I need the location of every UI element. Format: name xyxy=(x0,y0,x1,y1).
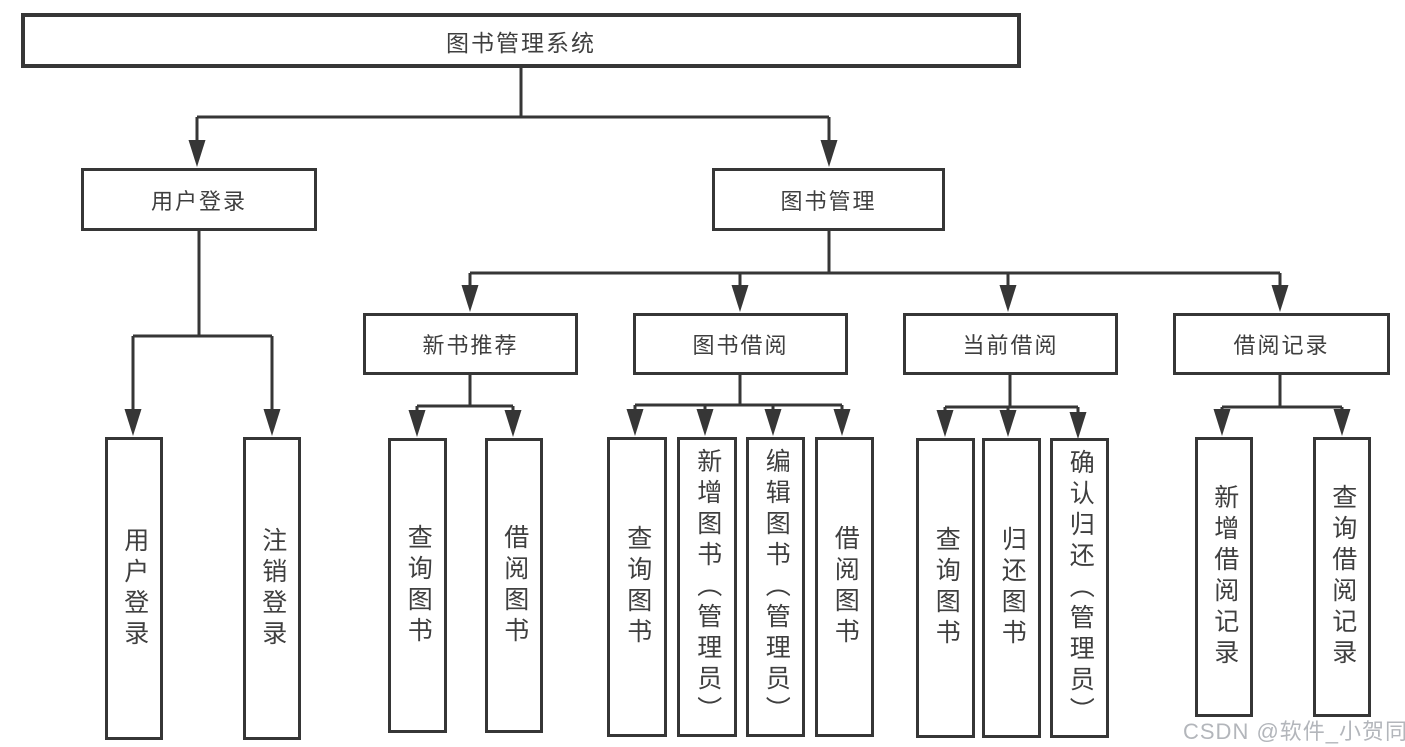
node-label: 借阅记录 xyxy=(1233,333,1330,358)
node-label: 借阅图书 xyxy=(500,523,529,648)
node-label: 查询图书 xyxy=(623,525,652,649)
node-label: 用户登录 xyxy=(120,526,149,651)
node-label: 新书推荐 xyxy=(422,333,519,358)
node-label: 归还图书 xyxy=(998,526,1027,650)
node-user-login: 用户登录 xyxy=(81,168,317,231)
leaf-borrow-books: 借阅图书 xyxy=(485,438,543,733)
leaf-query-borrow-record: 查询借阅记录 xyxy=(1313,437,1371,717)
node-label: 图书管理 xyxy=(780,188,877,214)
node-label: 查询图书 xyxy=(404,523,433,648)
node-label: 确认归还（管理员） xyxy=(1066,448,1095,728)
leaf-edit-books-admin: 编辑图书（管理员） xyxy=(746,437,805,737)
node-label: 图书管理系统 xyxy=(446,29,596,56)
leaf-borrow-books-2: 借阅图书 xyxy=(815,437,874,737)
node-new-book-recommend: 新书推荐 xyxy=(363,313,578,375)
leaf-return-books: 归还图书 xyxy=(982,438,1041,738)
node-label: 用户登录 xyxy=(150,188,247,214)
node-label: 新增图书（管理员） xyxy=(693,447,722,727)
node-borrowing-records: 借阅记录 xyxy=(1173,313,1390,375)
leaf-user-login: 用户登录 xyxy=(105,437,163,740)
node-label: 查询图书 xyxy=(932,526,961,650)
node-label: 编辑图书（管理员） xyxy=(762,447,791,727)
node-label: 当前借阅 xyxy=(962,333,1059,358)
leaf-add-books-admin: 新增图书（管理员） xyxy=(677,437,737,737)
csdn-watermark: CSDN @软件_小贺同学 xyxy=(1183,719,1405,744)
node-book-borrowing: 图书借阅 xyxy=(633,313,848,375)
node-label: 新增借阅记录 xyxy=(1210,484,1239,670)
node-label: 查询借阅记录 xyxy=(1328,484,1357,670)
leaf-confirm-return-admin: 确认归还（管理员） xyxy=(1050,438,1109,738)
leaf-query-books: 查询图书 xyxy=(388,438,447,733)
node-library-system: 图书管理系统 xyxy=(21,13,1021,68)
node-current-borrowing: 当前借阅 xyxy=(903,313,1118,375)
arrowhead-icons xyxy=(124,140,1351,439)
node-label: 借阅图书 xyxy=(831,525,860,649)
leaf-query-books-2: 查询图书 xyxy=(607,437,667,737)
node-label: 图书借阅 xyxy=(692,333,789,358)
node-label: 注销登录 xyxy=(258,526,287,651)
leaf-add-borrow-record: 新增借阅记录 xyxy=(1195,437,1253,717)
leaf-query-books-3: 查询图书 xyxy=(916,438,975,738)
node-book-management: 图书管理 xyxy=(712,168,945,231)
leaf-logout: 注销登录 xyxy=(243,437,301,740)
